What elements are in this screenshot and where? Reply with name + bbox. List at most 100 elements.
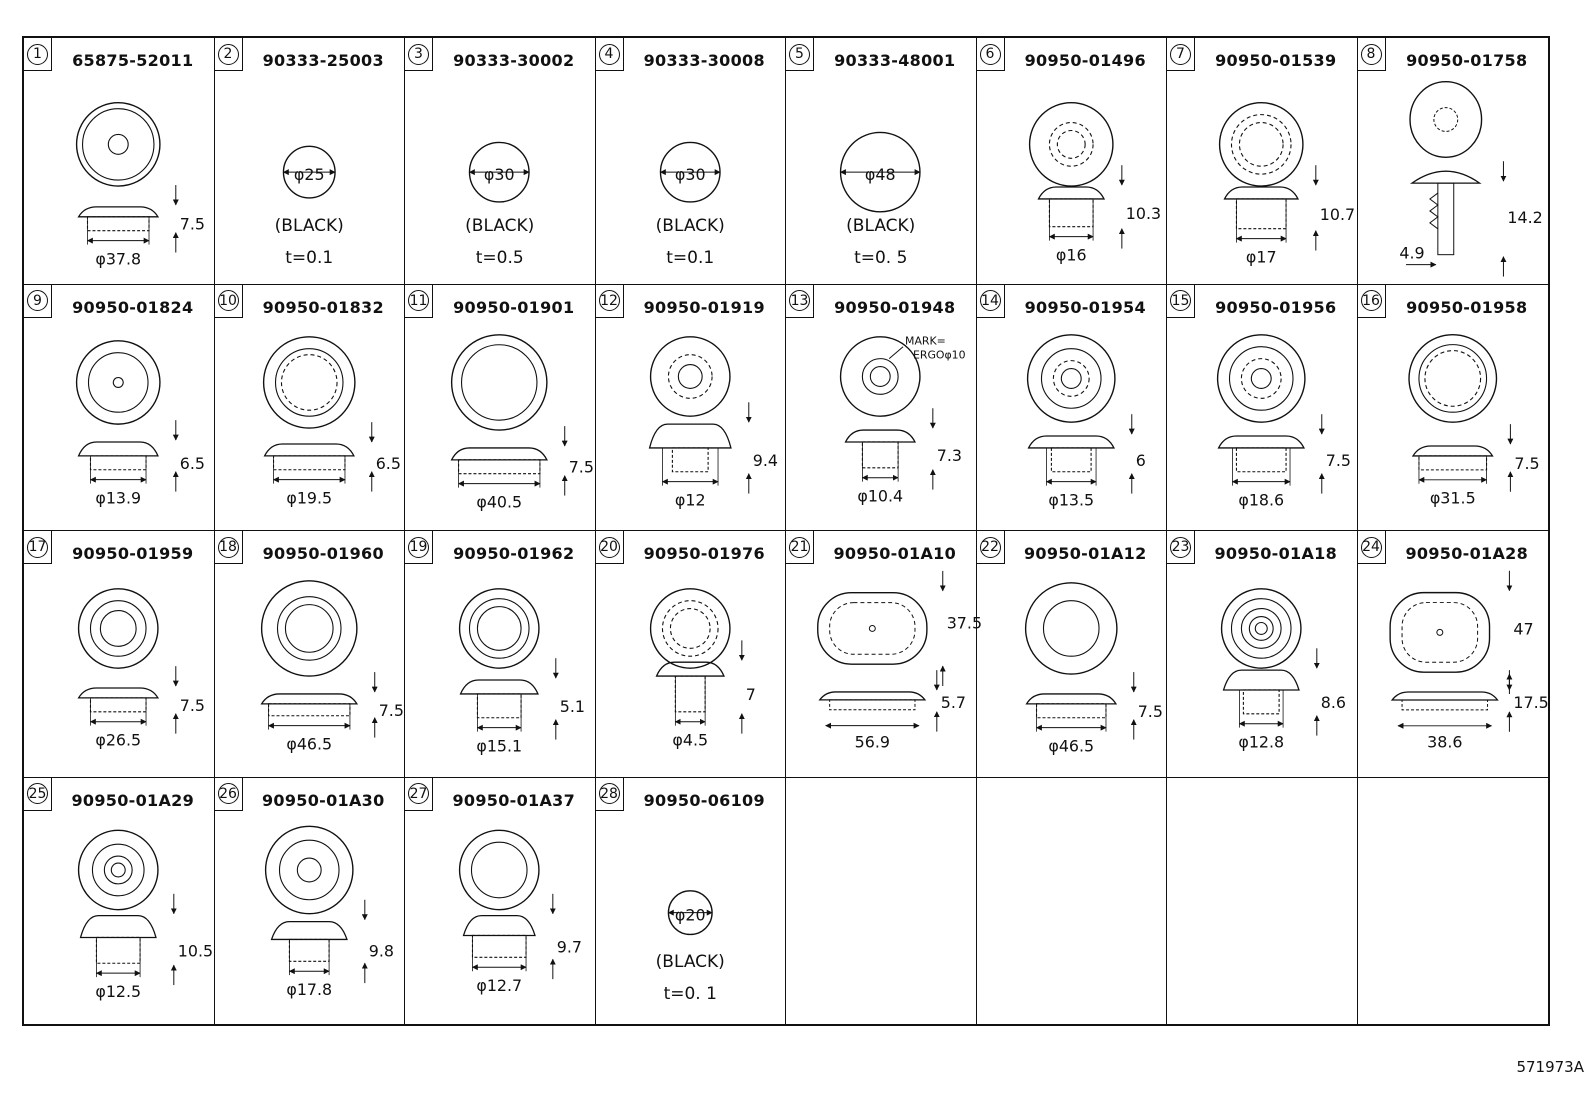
thickness-note: t=0.1 <box>285 248 334 268</box>
item-number: 23 <box>1170 536 1191 558</box>
item-number: 18 <box>217 536 239 558</box>
item-number: 27 <box>408 783 429 804</box>
dimension-label: φ40.5 <box>476 492 522 511</box>
part-drawing: φ20 <box>667 889 713 935</box>
reference-number: 571973A <box>1516 1058 1584 1076</box>
thickness-note: t=0. 1 <box>663 983 717 1004</box>
part-drawing: φ12.79.7 <box>458 829 582 995</box>
item-number: 3 <box>408 43 429 65</box>
dimension-label: φ25 <box>293 165 324 184</box>
part-drawing: φ12.88.6 <box>1220 588 1346 752</box>
item-number: 10 <box>217 290 239 311</box>
dimension-label: φ12.5 <box>95 981 141 1000</box>
item-number: 24 <box>1360 536 1382 558</box>
part-number: 90950-01962 <box>453 544 575 563</box>
item-number-badge: 14 <box>976 284 1005 318</box>
dimension-label: φ15.1 <box>476 736 522 755</box>
dimension-label: 6 <box>1135 450 1145 469</box>
dimension-label: 5.7 <box>941 693 966 712</box>
part-number: 90950-01A28 <box>1405 544 1529 563</box>
dimension-label: 10.3 <box>1125 204 1160 223</box>
item-number-badge: 16 <box>1357 284 1386 318</box>
item-number-badge: 18 <box>214 531 243 564</box>
part-drawing: φ15.15.1 <box>458 588 585 755</box>
part-drawing: φ31.57.5 <box>1407 333 1539 507</box>
thickness-note: t=0.5 <box>475 248 524 268</box>
part-drawing: φ48 <box>839 131 921 213</box>
dimension-label: φ30 <box>674 165 705 184</box>
dimension-label: φ48 <box>865 165 896 184</box>
dimension-label: φ37.8 <box>95 249 141 268</box>
dimension-label: 7.5 <box>180 696 205 715</box>
item-number-badge: 25 <box>24 777 52 811</box>
item-number-badge: 13 <box>786 284 814 318</box>
mark-label: MARK= <box>905 334 946 347</box>
dimension-label: φ16 <box>1055 245 1086 264</box>
dimension-label: 9.4 <box>752 450 777 469</box>
dimension-label: 6.5 <box>375 453 400 472</box>
part-number: 90333-25003 <box>262 51 384 70</box>
color-note: (BLACK) <box>846 216 916 236</box>
item-number: 25 <box>27 783 48 804</box>
item-number-badge: 19 <box>405 531 433 564</box>
part-number: 90950-06109 <box>643 790 765 810</box>
dimension-label: 17.5 <box>1513 693 1548 712</box>
dimension-label: 7.5 <box>1326 450 1351 469</box>
part-number: 90950-01832 <box>262 297 384 317</box>
part-drawing: φ37.87.5 <box>75 102 205 268</box>
item-number-badge: 5 <box>786 38 814 71</box>
item-number: 28 <box>598 783 620 804</box>
part-drawing: φ12.510.5 <box>77 829 213 1000</box>
dimension-label: φ20 <box>674 905 705 924</box>
item-number-badge: 4 <box>595 38 624 71</box>
part-number: 90950-01A18 <box>1214 544 1338 563</box>
part-number: 90950-01758 <box>1406 51 1528 70</box>
dimension-label: φ13.5 <box>1048 490 1094 509</box>
dimension-label: φ17 <box>1246 247 1277 266</box>
dimension-label: φ17.8 <box>286 980 332 999</box>
item-number: 20 <box>598 536 620 558</box>
part-number: 90950-01919 <box>643 297 765 317</box>
part-drawing: φ16 10.3 <box>1028 102 1161 264</box>
dimension-label: 38.6 <box>1427 733 1462 752</box>
dimension-label: 47 <box>1513 619 1533 638</box>
part-drawing: φ17.89.8 <box>264 825 394 999</box>
dimension-label: φ31.5 <box>1429 488 1475 507</box>
item-number-badge: 23 <box>1167 531 1195 564</box>
dimension-label: 37.5 <box>947 613 982 632</box>
item-number-badge: 26 <box>214 777 243 811</box>
item-number-badge: 24 <box>1357 531 1386 564</box>
part-drawing: φ40.57.5 <box>450 333 594 511</box>
part-number: 90950-01A30 <box>261 790 385 810</box>
dimension-label: φ46.5 <box>286 734 332 753</box>
part-number: 90950-01901 <box>453 297 575 317</box>
dimension-label: 14.2 <box>1507 208 1542 227</box>
part-number: 90950-01A10 <box>833 544 957 563</box>
empty-cell <box>1358 778 1549 1025</box>
part-drawing: φ46.57.5 <box>1024 582 1162 755</box>
item-number-badge: 9 <box>24 284 52 318</box>
part-number: 90333-30002 <box>453 51 575 70</box>
part-cell: 24 90950-01A28 47 38.6 17.5 <box>1357 531 1548 778</box>
dimension-label: 7.3 <box>937 445 962 464</box>
thickness-note: t=0.1 <box>666 248 715 268</box>
dimension-label: φ18.6 <box>1238 490 1284 509</box>
part-number: 90950-01958 <box>1406 297 1528 317</box>
item-number-badge: 10 <box>214 284 243 318</box>
item-number: 14 <box>979 290 1001 311</box>
